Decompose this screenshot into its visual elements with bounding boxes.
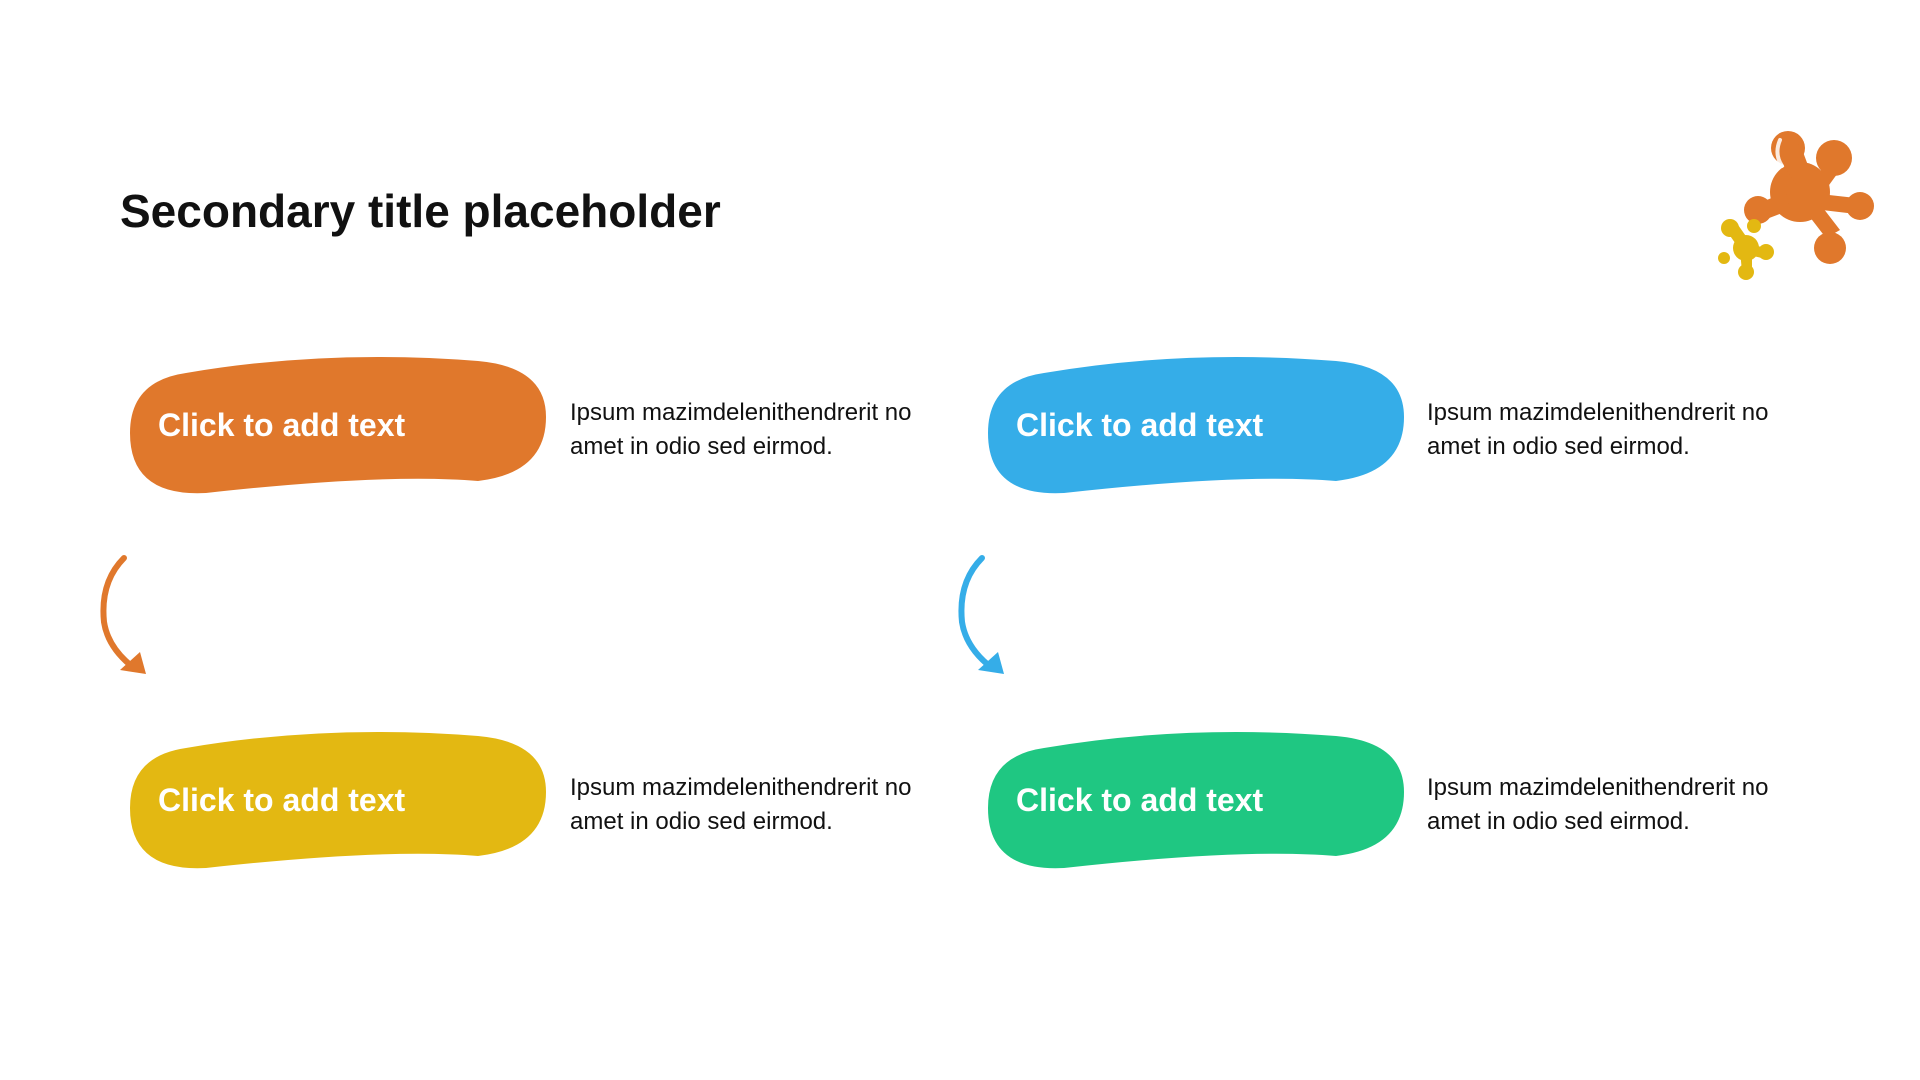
card-yellow[interactable]: Click to add text bbox=[126, 730, 556, 870]
blob-shape bbox=[988, 357, 1404, 494]
card-description[interactable]: Ipsum mazimdelenithendrerit no amet in o… bbox=[570, 774, 912, 835]
card-orange[interactable]: Click to add text bbox=[126, 355, 556, 495]
card-label[interactable]: Click to add text bbox=[158, 407, 406, 443]
card-description[interactable]: Ipsum mazimdelenithendrerit no amet in o… bbox=[570, 399, 912, 460]
splash-icon bbox=[1718, 131, 1874, 280]
curved-arrow-down-icon bbox=[100, 555, 146, 674]
card-description[interactable]: Ipsum mazimdelenithendrerit no amet in o… bbox=[1427, 774, 1769, 835]
blob-shape bbox=[988, 732, 1404, 869]
card-blue[interactable]: Click to add text bbox=[984, 355, 1414, 495]
blob-shape bbox=[130, 357, 546, 494]
card-label[interactable]: Click to add text bbox=[1016, 782, 1264, 818]
card-label[interactable]: Click to add text bbox=[158, 782, 406, 818]
curved-arrow-down-icon bbox=[958, 555, 1004, 674]
card-label[interactable]: Click to add text bbox=[1016, 407, 1264, 443]
slide-title[interactable]: Secondary title placeholder bbox=[120, 185, 721, 237]
card-green[interactable]: Click to add text bbox=[984, 730, 1414, 870]
card-description[interactable]: Ipsum mazimdelenithendrerit no amet in o… bbox=[1427, 399, 1769, 460]
blob-shape bbox=[130, 732, 546, 869]
